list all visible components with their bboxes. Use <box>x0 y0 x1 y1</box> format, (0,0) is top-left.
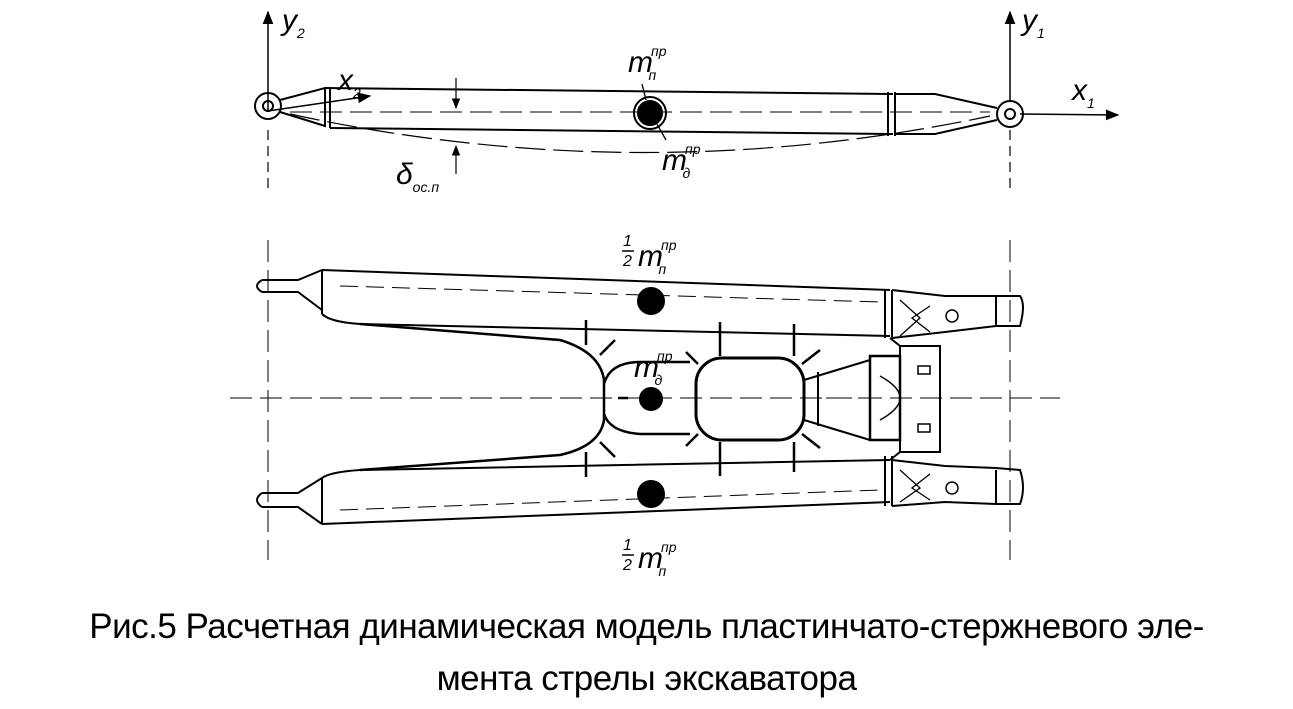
lower-left-tip <box>256 477 323 525</box>
plan-view <box>230 240 1060 560</box>
lower-arm <box>321 478 891 525</box>
mass-center <box>639 387 663 411</box>
deflection-curve <box>289 113 991 154</box>
y1-label: y1 <box>1020 4 1045 41</box>
upper-arm <box>321 269 891 314</box>
svg-text:1: 1 <box>623 537 632 554</box>
x1-label: x1 <box>1070 74 1095 111</box>
x1-axis <box>1019 109 1120 121</box>
figure-caption-line-2: мента стрелы экскаватора <box>436 659 857 698</box>
svg-text:2: 2 <box>622 253 632 270</box>
svg-text:1: 1 <box>623 233 632 250</box>
cell-frame <box>694 356 806 442</box>
left-pin-inner <box>262 100 274 112</box>
mass-upper <box>637 287 665 315</box>
inner-fork <box>359 322 606 472</box>
stiffeners <box>584 320 821 477</box>
lower-lug <box>891 459 1024 507</box>
x2-label: x2 <box>336 64 361 101</box>
right-pin-outer <box>996 100 1024 128</box>
figure-caption-line-1: Рис.5 Расчетная динамическая модель плас… <box>89 607 1204 646</box>
side-view <box>254 10 1120 190</box>
left-pin-outer <box>254 92 282 120</box>
upper-left-tip <box>256 269 323 311</box>
y2-label: y2 <box>280 4 305 41</box>
x2-axis <box>267 92 372 112</box>
mass-lower <box>637 480 665 508</box>
main-beam <box>324 87 894 135</box>
right-taper <box>895 93 998 135</box>
delta-label: δос.п <box>396 158 439 195</box>
mass-n-top <box>637 100 663 126</box>
upper-lug <box>891 289 1024 339</box>
right-pin-inner <box>1004 108 1016 120</box>
svg-text:2: 2 <box>622 557 632 574</box>
left-taper <box>279 86 326 128</box>
